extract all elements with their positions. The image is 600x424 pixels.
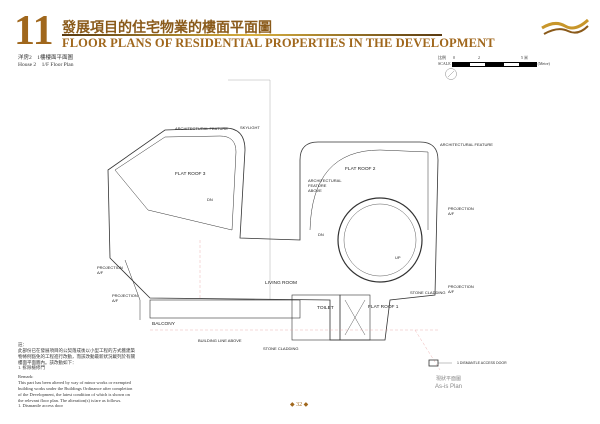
label-arch-feature: ARCHITECTURAL FEATURE [175,126,228,131]
page-number-value: 32 [296,402,303,408]
label-projection: PROJECTION A/F [97,265,123,275]
scale-tick: 0 [453,55,455,60]
label-building-line: BUILDING LINE ABOVE [198,338,242,343]
label-projection: PROJECTION A/F [448,206,474,216]
as-is-en: As-is Plan [435,384,463,390]
label-up: UP [395,255,401,260]
label-skylight: SKYLIGHT [240,125,260,130]
scale-unit: (Metre) [537,61,550,66]
label-arch-feature-above: ARCHITECTURAL FEATURE ABOVE [308,178,342,193]
label-dn: DN [318,232,324,237]
label-stone-cladding: STONE CLADDING [410,290,446,295]
remark-body: This part has been altered by way of min… [18,380,133,403]
label-flat-roof-2: FLAT ROOF 2 [345,167,376,172]
label-dn: DN [207,197,213,202]
label-balcony: BALCONY [152,322,175,327]
as-is-plan-label: 現狀平面圖 As-is Plan [435,376,462,391]
label-flat-roof-3: FLAT ROOF 3 [175,172,206,177]
remark-zh-title: 註： [18,342,27,347]
label-flat-roof-1: FLAT ROOF 1 [368,305,399,310]
label-toilet: TOILET [317,306,334,311]
scale-label-en: SCALE [438,61,451,66]
north-arrow-icon [445,67,457,80]
label-arch-feature: ARCHITECTURAL FEATURE [440,142,493,147]
title-divider [62,34,442,36]
as-is-zh: 現狀平面圖 [436,376,462,382]
page-number: ◆ 32 ◆ [290,402,309,408]
title-english: FLOOR PLANS OF RESIDENTIAL PROPERTIES IN… [62,36,495,50]
remark-zh-body: 此部份已在發展項目的公契落成後以小型工程的方式獲建築物條例豁免的工程進行改動，而… [18,347,135,365]
scale-bar: 比例 0 2 5 米 SCALE (Metre) [438,55,550,81]
subtitle-zh: 洋房2 1樓樓面平面圖 [18,55,74,61]
remark-item: 1. Dismantle access door [18,403,63,409]
label-stone-cladding: STONE CLADDING [263,346,299,351]
plan-subtitle: 洋房2 1樓樓面平面圖 House 2 1/F Floor Plan [18,55,73,69]
remark-zh-item: 1. 拆除檢修門 [18,365,45,371]
section-number: 11 [14,8,54,54]
label-projection: PROJECTION A/F [112,293,138,303]
subtitle-en: House 2 1/F Floor Plan [18,62,74,69]
label-dismantle-door: 1 DISMANTLE ACCESS DOOR [457,361,507,365]
title-chinese: 發展項目的住宅物業的樓面平面圖 [62,21,272,36]
scale-label-zh: 比例 [438,55,446,60]
remark-block: 註： 此部份已在發展項目的公契落成後以小型工程的方式獲建築物條例豁免的工程進行改… [18,342,136,409]
label-projection: PROJECTION A/F [448,284,474,294]
label-living-room: LIVING ROOM [265,281,297,286]
remark-title: Remark: [18,374,34,380]
scale-tick: 2 [478,55,480,60]
scale-unit-zh: 米 [524,55,528,60]
scale-tick: 5 [521,55,523,60]
logo-wave-icon [541,18,590,35]
